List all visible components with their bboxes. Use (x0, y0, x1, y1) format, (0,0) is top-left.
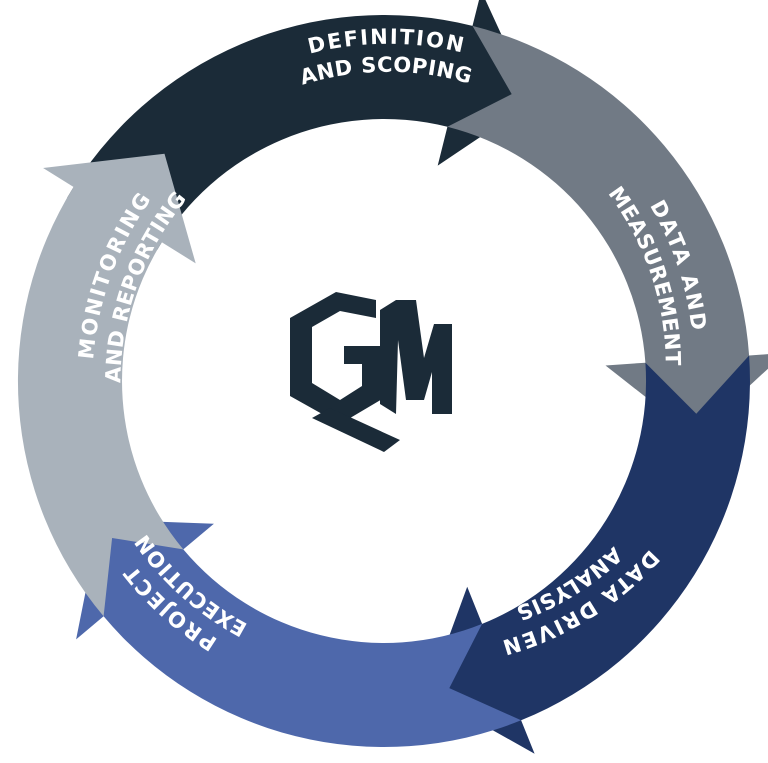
gw-logo (290, 292, 452, 452)
cycle-arrow-data-measurement (447, 25, 768, 436)
cycle-arrow-definition (67, 0, 533, 250)
cycle-arrow-analysis (428, 355, 750, 754)
cycle-arrow-execution (76, 519, 522, 747)
cycle-arrow-monitoring (17, 153, 196, 617)
